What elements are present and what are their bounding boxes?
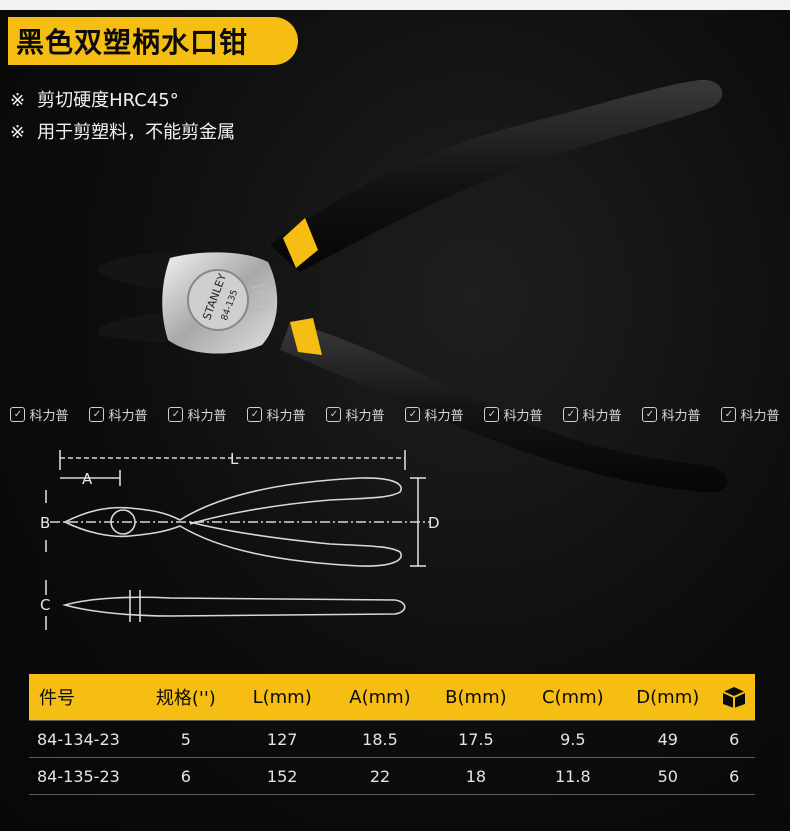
spec-table: 件号 规格('') L(mm) A(mm) B(mm) C(mm) D(mm) … — [29, 674, 755, 795]
kelipu-logo-icon: ✓ — [10, 406, 26, 422]
reference-mark-icon: ※ — [10, 122, 26, 143]
watermark-item: ✓科力普 — [0, 403, 79, 425]
top-strip — [0, 0, 790, 10]
table-header-row: 件号 规格('') L(mm) A(mm) B(mm) C(mm) D(mm) — [29, 674, 755, 721]
lower-yellow-band — [290, 318, 322, 355]
label-D: D — [428, 514, 440, 532]
watermark-text: 科力普 — [661, 408, 701, 424]
upper-handle — [270, 79, 723, 273]
page-title: 黑色双塑柄水口钳 — [16, 26, 249, 59]
table-cell: 50 — [622, 757, 714, 795]
table-cell: 6 — [138, 757, 233, 795]
plier-product-image: STANLEY 84-135 — [162, 79, 728, 493]
kelipu-logo-icon: ✓ — [405, 406, 421, 422]
label-A: A — [82, 470, 93, 488]
table-cell: 18.5 — [331, 720, 429, 758]
watermark-text: 科力普 — [266, 408, 306, 424]
column-header: C(mm) — [523, 674, 623, 721]
watermark-item: ✓科力普 — [474, 403, 553, 425]
title-banner: 黑色双塑柄水口钳 — [8, 17, 298, 65]
watermark-item: ✓科力普 — [316, 403, 395, 425]
column-header: 件号 — [29, 674, 139, 721]
feature-text: 用于剪塑料，不能剪金属 — [37, 122, 236, 143]
feature-text: 剪切硬度HRC45° — [37, 90, 179, 111]
watermark-text: 科力普 — [187, 408, 227, 424]
lower-handle — [280, 322, 728, 493]
label-B: B — [40, 514, 50, 532]
upper-yellow-band — [283, 218, 318, 268]
column-header: A(mm) — [331, 674, 429, 721]
table-cell: 22 — [331, 757, 429, 795]
table-cell: 17.5 — [428, 720, 524, 758]
kelipu-logo-icon: ✓ — [563, 406, 579, 422]
pivot-joint — [187, 269, 249, 331]
feature-item: ※ 剪切硬度HRC45° — [10, 86, 179, 112]
table-cell: 152 — [232, 757, 332, 795]
kelipu-logo-icon: ✓ — [642, 406, 658, 422]
watermark-item: ✓科力普 — [632, 403, 711, 425]
table-row: 84-134-23 5 127 18.5 17.5 9.5 49 6 — [29, 720, 755, 758]
table-cell: 127 — [232, 720, 332, 758]
label-C: C — [40, 596, 50, 614]
watermark-item: ✓科力普 — [711, 403, 790, 425]
kelipu-logo-icon: ✓ — [247, 406, 263, 422]
dimension-diagram: L A B D C — [40, 450, 440, 630]
table-row: 84-135-23 6 152 22 18 11.8 50 6 — [29, 757, 755, 795]
watermark-item: ✓科力普 — [553, 403, 632, 425]
watermark-strip: ✓科力普 ✓科力普 ✓科力普 ✓科力普 ✓科力普 ✓科力普 ✓科力普 ✓科力普 … — [0, 403, 790, 425]
kelipu-logo-icon: ✓ — [89, 406, 105, 422]
column-header: B(mm) — [428, 674, 524, 721]
watermark-text: 科力普 — [424, 408, 464, 424]
watermark-text: 科力普 — [740, 408, 780, 424]
feature-item: ※ 用于剪塑料，不能剪金属 — [10, 118, 235, 144]
table-cell: 18 — [428, 757, 524, 795]
column-header: 规格('') — [138, 674, 233, 721]
table-cell: 11.8 — [523, 757, 623, 795]
label-L: L — [230, 450, 239, 468]
table-cell: 5 — [138, 720, 233, 758]
kelipu-logo-icon: ✓ — [326, 406, 342, 422]
table-cell: 84-135-23 — [29, 757, 139, 795]
watermark-text: 科力普 — [345, 408, 385, 424]
table-cell: 6 — [713, 720, 755, 758]
reference-mark-icon: ※ — [10, 90, 26, 111]
watermark-text: 科力普 — [29, 408, 69, 424]
table-cell: 9.5 — [523, 720, 623, 758]
column-header — [713, 674, 755, 721]
spring-coil — [251, 283, 269, 313]
column-header: L(mm) — [232, 674, 332, 721]
kelipu-logo-icon: ✓ — [484, 406, 500, 422]
table-cell: 84-134-23 — [29, 720, 139, 758]
watermark-text: 科力普 — [108, 408, 148, 424]
watermark-text: 科力普 — [503, 408, 543, 424]
watermark-item: ✓科力普 — [237, 403, 316, 425]
watermark-item: ✓科力普 — [79, 403, 158, 425]
kelipu-logo-icon: ✓ — [168, 406, 184, 422]
table-cell: 49 — [622, 720, 714, 758]
watermark-text: 科力普 — [582, 408, 622, 424]
box-icon — [722, 687, 746, 708]
watermark-item: ✓科力普 — [395, 403, 474, 425]
kelipu-logo-icon: ✓ — [721, 406, 737, 422]
column-header: D(mm) — [622, 674, 714, 721]
table-cell: 6 — [713, 757, 755, 795]
watermark-item: ✓科力普 — [158, 403, 237, 425]
